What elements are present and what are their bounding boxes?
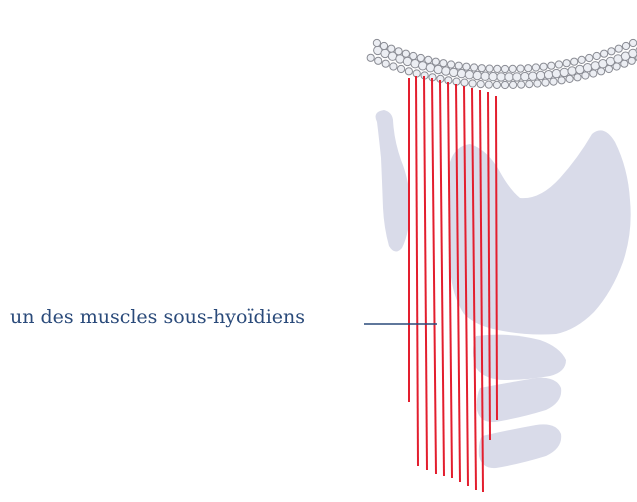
hyoid-bead [478, 65, 485, 72]
hyoid-bead [548, 62, 555, 69]
hyoid-bead [518, 81, 525, 88]
hyoid-bead [489, 72, 497, 80]
hyoid-bead [432, 58, 439, 65]
hyoid-bead [509, 81, 516, 88]
hyoid-bead [461, 79, 468, 86]
hyoid-bead [501, 65, 508, 72]
muscle-label: un des muscles sous-hyoïdiens [10, 306, 305, 328]
hyoid-bead [525, 65, 532, 72]
hyoid-bead [630, 39, 637, 46]
hyoid-bead [481, 72, 489, 80]
hyoid-bead [509, 65, 516, 72]
hyoid-bead [540, 63, 547, 70]
hyoid-bead [494, 65, 501, 72]
hyoid-bead [485, 81, 492, 88]
hyoid-bead [586, 54, 593, 61]
hyoid-bead [501, 81, 508, 88]
muscle-strip [496, 96, 497, 420]
hyoid-bead [465, 71, 473, 79]
hyoid-bead [388, 45, 395, 52]
hyoid-bead [367, 54, 374, 61]
hyoid-bead [410, 52, 417, 59]
hyoid-bead [563, 60, 570, 67]
hyoid-bone [367, 39, 637, 88]
hyoid-bead [457, 69, 465, 77]
hyoid-bead [505, 73, 513, 81]
hyoid-bead [571, 58, 578, 65]
cartilages [376, 110, 631, 468]
hyoid-bead [578, 56, 585, 63]
hyoid-bead [591, 62, 599, 70]
hyoid-bead [534, 80, 541, 87]
hyoid-bead [555, 61, 562, 68]
muscle-strip [432, 78, 436, 474]
hyoid-bead [442, 67, 450, 75]
hyoid-bead [521, 72, 529, 80]
muscle-strip [416, 76, 418, 466]
hyoid-bead [583, 63, 591, 71]
hyoid-bead [471, 64, 478, 71]
hyoid-bead [417, 54, 424, 61]
hyoid-bead [615, 45, 622, 52]
muscle-strip [440, 80, 444, 476]
hyoid-bead [566, 75, 573, 82]
hyoid-bead [395, 48, 402, 55]
hyoid-bead [382, 60, 389, 67]
hyoid-bead [450, 68, 458, 76]
hyoid-bead [542, 79, 549, 86]
thyroid-cartilage-shape [449, 130, 631, 334]
muscle-strip [424, 76, 427, 470]
hyoid-bead [473, 71, 481, 79]
hyoid-bead [558, 77, 565, 84]
hyoid-bead [373, 39, 380, 46]
hyoid-bead [593, 52, 600, 59]
hyoid-bead [576, 65, 584, 73]
hyoid-bead [440, 60, 447, 67]
epiglottis-shape [376, 110, 410, 252]
hyoid-bead [493, 81, 500, 88]
hyoid-bead [513, 73, 521, 81]
hyoid-bead [529, 72, 537, 80]
hyoid-bead [497, 73, 505, 81]
hyoid-bead [568, 67, 576, 75]
cricoid-upper-shape [473, 335, 566, 380]
hyoid-bead [532, 64, 539, 71]
hyoid-bead [550, 78, 557, 85]
hyoid-bead [552, 69, 560, 77]
tracheal-ring-2 [479, 424, 561, 468]
hyoid-bead [574, 74, 581, 81]
hyoid-bead [402, 50, 409, 57]
hyoid-bead [448, 61, 455, 68]
hyoid-bead [544, 71, 552, 79]
hyoid-bead [455, 62, 462, 69]
hyoid-bead [425, 56, 432, 63]
hyoid-bead [622, 42, 629, 49]
hyoid-bead [463, 63, 470, 70]
hyoid-bead [380, 42, 387, 49]
hyoid-bead [477, 81, 484, 88]
hyoid-bead [390, 63, 397, 70]
hyoid-bead [537, 71, 545, 79]
hyoid-bead [375, 57, 382, 64]
hyoid-bead [405, 68, 412, 75]
hyoid-bead [526, 81, 533, 88]
hyoid-bead [398, 65, 405, 72]
hyoid-bead [486, 65, 493, 72]
hyoid-bead [608, 48, 615, 55]
hyoid-bead [469, 80, 476, 87]
hyoid-bead [517, 65, 524, 72]
hyoid-bead [599, 60, 607, 68]
hyoid-bead [601, 50, 608, 57]
hyoid-bead [560, 68, 568, 76]
